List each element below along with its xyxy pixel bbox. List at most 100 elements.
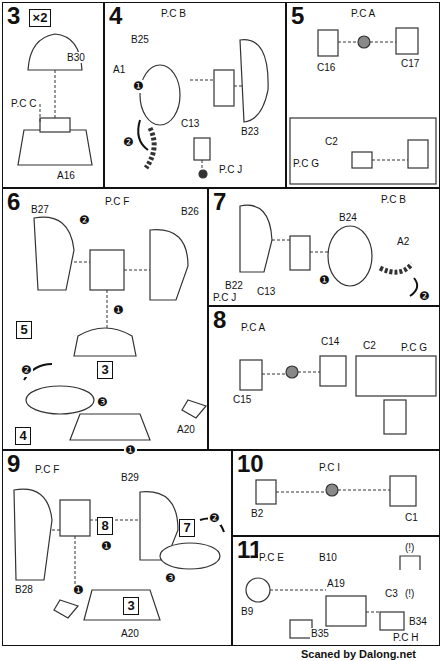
b35-part (290, 620, 312, 638)
reference-number: 5 (20, 323, 27, 337)
reference-box: 3 (123, 597, 139, 615)
part-label: C3 (384, 588, 399, 599)
detail-inset (290, 118, 436, 184)
part-label: A19 (326, 578, 346, 589)
base-part (74, 328, 136, 356)
order-marker: ❸ (96, 396, 109, 409)
order-marker: ❷ (78, 214, 91, 227)
arm-capsule (328, 226, 372, 286)
order-marker: ❸ (164, 572, 177, 585)
part-label: P.C J (212, 292, 237, 303)
step-panel: 3 ×2 (2, 2, 104, 188)
part-label: B2 (250, 508, 264, 519)
reference-number: 4 (19, 429, 26, 443)
part-label: B29 (120, 472, 140, 483)
part-label: P.C E (258, 552, 285, 563)
part-label: C17 (400, 58, 420, 69)
hose-part (380, 264, 412, 272)
part-label: B9 (240, 606, 254, 617)
c15-part (240, 360, 262, 390)
assembled-joint (384, 400, 406, 434)
poly-cap (326, 484, 338, 496)
arm-capsule (160, 543, 220, 569)
part-label: C13 (180, 118, 200, 129)
joint-block (290, 236, 310, 270)
step-number: 4 (109, 3, 122, 29)
base-top (40, 118, 70, 132)
reference-box: 8 (97, 517, 113, 535)
b34-part (380, 612, 404, 630)
b28-part (14, 489, 52, 580)
reference-number: ×2 (33, 11, 48, 25)
part-label: P.C H (392, 632, 419, 643)
motion-arrows (24, 120, 417, 532)
part-label: B22 (224, 280, 244, 291)
step-number: 5 (291, 3, 304, 29)
part-label: P.C G (292, 158, 320, 169)
step-number: 8 (213, 307, 226, 333)
part-label: P.C I (318, 462, 341, 473)
c13-part (194, 138, 210, 160)
order-marker: ❶ (112, 304, 125, 317)
c1-part (390, 476, 416, 506)
reference-box: 7 (179, 519, 195, 537)
a20-part (54, 600, 78, 618)
assembled-joint (408, 140, 428, 168)
part-label: P.C F (34, 464, 60, 475)
part-label: B24 (338, 212, 358, 223)
part-label: P.C G (400, 342, 428, 353)
reference-box: 4 (15, 427, 31, 445)
step-number: 6 (7, 189, 20, 215)
part-label: A16 (56, 170, 76, 181)
part-label: P.C B (380, 194, 407, 205)
part-label: P.C A (350, 8, 376, 19)
reference-box: ×2 (29, 9, 51, 27)
part-label: A20 (176, 424, 196, 435)
order-marker: ❶ (318, 274, 331, 287)
b22-part (240, 205, 272, 272)
part-label: P.C F (104, 196, 130, 207)
shield-part (240, 40, 268, 122)
order-marker: ❶ (72, 584, 85, 597)
b2-part (256, 480, 276, 504)
notch-icon (400, 556, 420, 570)
arm-capsule (26, 386, 94, 414)
order-marker: ❶ (124, 444, 137, 457)
part-label: C16 (316, 62, 336, 73)
body-part (326, 596, 366, 626)
reference-number: 3 (127, 599, 134, 613)
part-label: (!) (404, 542, 415, 553)
order-marker: ❷ (122, 136, 135, 149)
step-number: 7 (213, 189, 226, 215)
part-label: B35 (310, 628, 330, 639)
order-marker: ❷ (20, 364, 33, 377)
a20-part (182, 400, 206, 418)
part-label: P.C C (10, 98, 37, 109)
part-label: P.C B (160, 8, 187, 19)
part-label: C13 (256, 286, 276, 297)
part-label: C1 (404, 512, 419, 523)
step-panel: 4 (104, 2, 286, 188)
part-label: C14 (320, 336, 340, 347)
step-number: 3 (7, 3, 20, 29)
poly-cap (286, 366, 298, 378)
b27-part (34, 217, 74, 290)
arm-capsule (140, 65, 180, 125)
c17-part (396, 28, 418, 54)
order-marker: ❷ (418, 290, 431, 303)
order-marker: ❶ (132, 80, 145, 93)
leader-lines (40, 42, 408, 612)
part-label: A2 (396, 236, 410, 247)
part-label: B34 (408, 616, 428, 627)
poly-cap (199, 170, 207, 178)
part-label: B26 (180, 206, 200, 217)
joint-assembly (90, 250, 124, 290)
reference-number: 3 (101, 363, 108, 377)
part-label: B28 (14, 584, 34, 595)
joint-assembly (60, 500, 90, 536)
joint-block (214, 70, 234, 106)
reference-box: 3 (97, 361, 113, 379)
reference-number: 8 (101, 519, 108, 533)
part-label: B10 (318, 552, 338, 563)
part-label: C15 (232, 394, 252, 405)
